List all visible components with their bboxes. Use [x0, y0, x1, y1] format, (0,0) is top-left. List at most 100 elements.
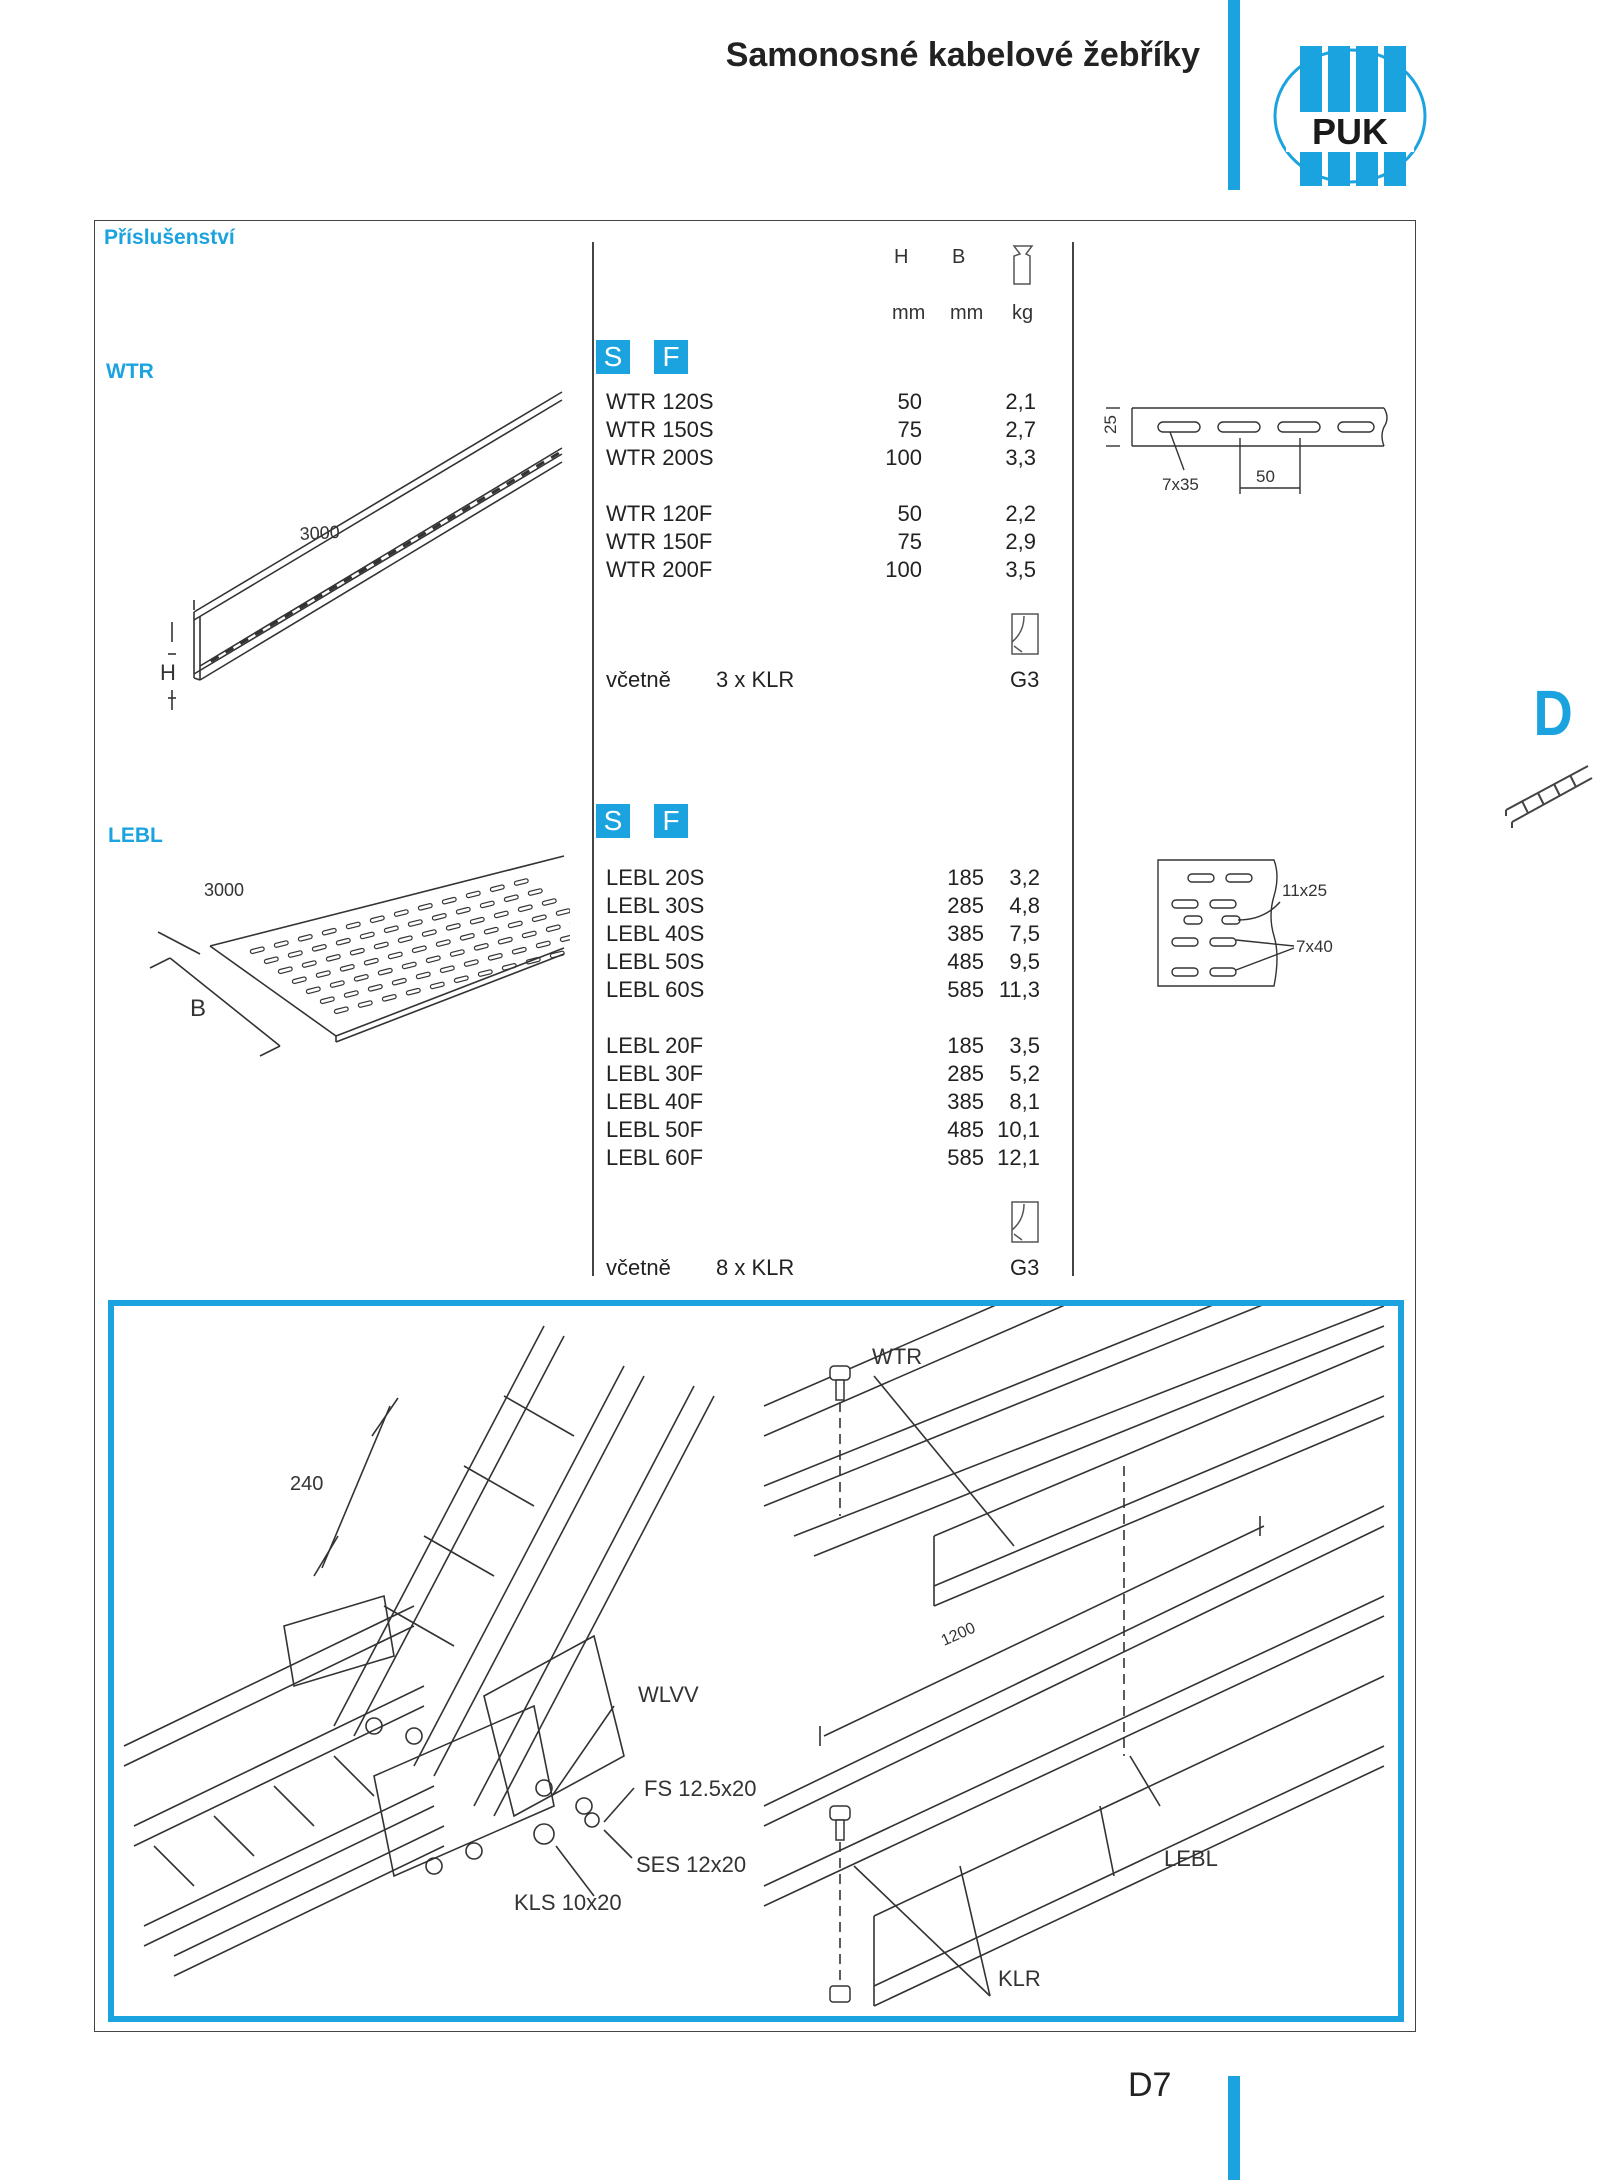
- wtr-length-dim: 3000: [299, 522, 340, 544]
- lebl-item-name: LEBL 40S: [606, 921, 705, 946]
- install-label-kls: KLS 10x20: [514, 1890, 622, 1915]
- page-number: D7: [1128, 2066, 1172, 2104]
- lebl-item-kg: 7,5: [1009, 921, 1040, 946]
- wtr-item-h: 100: [885, 445, 922, 470]
- lebl-item-b: 385: [947, 921, 984, 946]
- lebl-item-name: LEBL 60S: [606, 977, 705, 1002]
- lebl-slot-detail: 11x25 7x40: [1157, 859, 1333, 987]
- lebl-width-dim: B: [190, 995, 206, 1022]
- wtr-detail-height: 25: [1101, 415, 1120, 434]
- lebl-item-b: 485: [947, 1117, 984, 1142]
- wtr-item-h: 75: [897, 417, 922, 442]
- wtr-item-h: 100: [885, 557, 922, 582]
- wtr-item-h: 75: [897, 529, 922, 554]
- lebl-item-name: LEBL 30F: [606, 1061, 704, 1086]
- wtr-item-kg: 3,5: [1005, 557, 1036, 582]
- lebl-item-b: 185: [947, 865, 984, 890]
- lebl-detail-small: 11x25: [1282, 881, 1327, 900]
- lebl-item-kg: 11,3: [998, 977, 1040, 1002]
- install-label-ses: SES 12x20: [636, 1852, 746, 1877]
- finish-icon-lebl: [1011, 1201, 1039, 1243]
- wtr-profile-drawing: 3000 H: [160, 391, 563, 710]
- install-label-fs: FS 12.5x20: [644, 1776, 757, 1801]
- lebl-including-ref: G3: [1010, 1255, 1040, 1280]
- lebl-detail-large: 7x40: [1296, 937, 1333, 956]
- lebl-item-b: 585: [947, 1145, 984, 1170]
- wtr-item-kg: 2,2: [1005, 501, 1036, 526]
- install-label-lebl: LEBL: [1164, 1846, 1218, 1871]
- lebl-item-kg: 10,1: [997, 1117, 1040, 1142]
- column-divider-left: [592, 242, 594, 1276]
- wtr-item-name: WTR 200S: [606, 445, 714, 470]
- lebl-item-b: 185: [947, 1033, 984, 1058]
- install-dim-1200: 1200: [939, 1620, 979, 1650]
- badge-s-wtr: S: [596, 340, 630, 374]
- ladder-icon: [1505, 765, 1593, 828]
- lebl-item-name: LEBL 20S: [606, 865, 705, 890]
- wtr-including-value: 3 x KLR: [716, 667, 795, 692]
- wtr-including-label: včetně: [606, 667, 671, 692]
- lebl-label: LEBL: [108, 824, 163, 847]
- page-title: Samonosné kabelové žebříky: [725, 36, 1200, 74]
- finish-icon-wtr: [1011, 613, 1039, 655]
- installation-illustration: [108, 1300, 1404, 2022]
- lebl-length-dim: 3000: [204, 880, 244, 900]
- lebl-item-name: LEBL 20F: [606, 1033, 704, 1058]
- column-unit-b: mm: [950, 302, 984, 324]
- install-label-klr: KLR: [998, 1966, 1041, 1991]
- column-header-b: B: [952, 246, 966, 268]
- lebl-item-name: LEBL 30S: [606, 893, 705, 918]
- wtr-item-h: 50: [897, 389, 922, 414]
- badge-s-lebl: S: [596, 804, 630, 838]
- wtr-item-kg: 3,3: [1005, 445, 1036, 470]
- wtr-item-kg: 2,9: [1005, 529, 1036, 554]
- column-header-h: H: [894, 246, 909, 268]
- wtr-item-kg: 2,7: [1005, 417, 1036, 442]
- header-accent-bar: [1228, 0, 1240, 190]
- wtr-item-name: WTR 120F: [606, 501, 713, 526]
- wtr-item-name: WTR 200F: [606, 557, 713, 582]
- section-title: Příslušenství: [104, 226, 235, 249]
- lebl-item-kg: 8,1: [1009, 1089, 1040, 1114]
- install-dim-240: 240: [290, 1473, 323, 1495]
- install-label-wlvv: WLVV: [638, 1682, 699, 1707]
- installation-drawing: 240 WLVV FS 12.5x20 SES 12x20 KLS 10x20 …: [123, 1306, 1385, 2007]
- lebl-item-b: 485: [947, 949, 984, 974]
- lebl-item-b: 285: [947, 893, 984, 918]
- wtr-item-name: WTR 150F: [606, 529, 713, 554]
- wtr-detail-slot: 7x35: [1162, 475, 1199, 494]
- lebl-item-name: LEBL 50S: [606, 949, 705, 974]
- lebl-item-kg: 9,5: [1009, 949, 1040, 974]
- lebl-item-kg: 5,2: [1009, 1061, 1040, 1086]
- badge-f-lebl: F: [654, 804, 688, 838]
- install-label-wtr: WTR: [872, 1344, 922, 1369]
- wtr-item-kg: 2,1: [1005, 389, 1036, 414]
- lebl-tray-drawing: 3000 B: [149, 855, 570, 1057]
- weight-icon: [1012, 245, 1034, 285]
- wtr-label: WTR: [106, 360, 154, 383]
- lebl-item-name: LEBL 50F: [606, 1117, 704, 1142]
- lebl-item-b: 585: [947, 977, 984, 1002]
- wtr-including-ref: G3: [1010, 667, 1040, 692]
- lebl-item-name: LEBL 60F: [606, 1145, 704, 1170]
- lebl-item-kg: 3,5: [1009, 1033, 1040, 1058]
- lebl-item-b: 285: [947, 1061, 984, 1086]
- column-divider-right: [1072, 242, 1074, 1276]
- lebl-item-b: 385: [947, 1089, 984, 1114]
- side-tab-letter: D: [1533, 677, 1573, 749]
- column-unit-h: mm: [892, 302, 926, 324]
- lebl-including-value: 8 x KLR: [716, 1255, 795, 1280]
- lebl-item-name: LEBL 40F: [606, 1089, 704, 1114]
- column-unit-kg: kg: [1012, 302, 1034, 324]
- lebl-item-kg: 3,2: [1009, 865, 1040, 890]
- accessories-frame: [94, 220, 1416, 2032]
- footer-accent-bar: [1228, 2076, 1240, 2180]
- lebl-item-kg: 12,1: [997, 1145, 1040, 1170]
- lebl-item-kg: 4,8: [1009, 893, 1040, 918]
- logo-text: PUK: [1312, 111, 1388, 152]
- badge-f-wtr: F: [654, 340, 688, 374]
- wtr-item-h: 50: [897, 501, 922, 526]
- lebl-including-label: včetně: [606, 1255, 671, 1280]
- wtr-slot-detail: 25 7x35 50: [1101, 407, 1388, 494]
- wtr-item-name: WTR 150S: [606, 417, 714, 442]
